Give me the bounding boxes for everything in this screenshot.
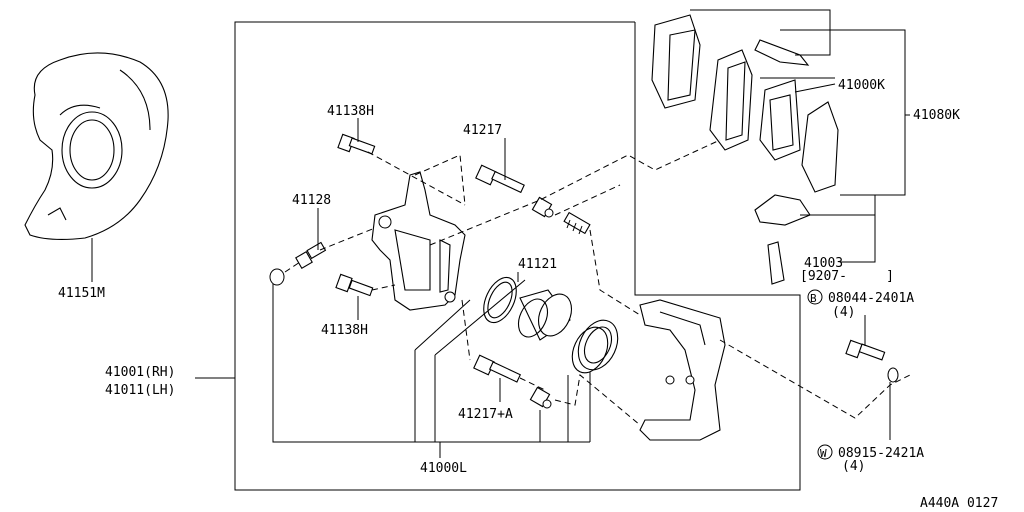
washer-callout: W 08915-2421A (4)	[817, 444, 924, 474]
piston-part	[517, 289, 573, 341]
outer-pad-upper-part	[651, 14, 701, 109]
label-41001-rh: 41001(RH)	[105, 365, 175, 380]
dash-bushing-up	[554, 184, 621, 216]
upper-bolt-part	[337, 133, 376, 155]
upper-bushing-part	[531, 196, 554, 218]
seal-inner-part	[487, 281, 513, 319]
seal-outer-part	[483, 276, 517, 324]
inner-pad-lower-part	[801, 101, 839, 193]
lower-pin-part	[473, 354, 522, 383]
leader-bottom-a2	[414, 299, 471, 351]
bracket-bolt-part	[845, 339, 886, 361]
shim-upper-part	[754, 39, 810, 66]
label-41000k: 41000K	[838, 78, 885, 93]
dash-lower-bushing	[554, 374, 641, 426]
figure-id: A440A 0127	[920, 496, 998, 511]
label-41128: 41128	[292, 193, 331, 208]
bolt-callout: B 08044-2401A (4)	[807, 289, 914, 320]
spring-part	[563, 211, 591, 235]
label-41217: 41217	[463, 123, 502, 138]
dash-spring	[589, 229, 641, 316]
label-41138h-lower: 41138H	[321, 323, 368, 338]
dash-upper-bolt	[367, 151, 466, 206]
dash-bleeder	[319, 227, 376, 251]
clip-41003-part	[767, 241, 785, 285]
leader-bottom-b2	[434, 279, 526, 356]
label-clip-date: [9207- ]	[800, 269, 894, 284]
dash-caliper-down	[461, 299, 471, 361]
cap-part	[269, 268, 285, 286]
dash-caliper-top	[414, 154, 466, 206]
label-41217a: 41217+A	[458, 407, 513, 422]
dust-shield-part	[24, 52, 169, 241]
bolt-symbol-circle	[807, 289, 823, 305]
leader-pad-kit-b	[794, 83, 836, 93]
leader-bottom-bar	[272, 284, 590, 443]
dash-cap	[284, 261, 301, 273]
label-41000l: 41000L	[420, 461, 467, 476]
dash-bracket-bolt	[719, 339, 911, 419]
label-41151m: 41151M	[58, 286, 105, 301]
lower-bolt-part	[335, 273, 374, 297]
label-41080k: 41080K	[913, 108, 960, 123]
bleeder-part	[295, 241, 327, 269]
washer-symbol-circle	[817, 444, 833, 460]
dash-lower-pin	[519, 377, 546, 391]
caliper-body-part	[371, 171, 466, 311]
label-41011-lh: 41011(LH)	[105, 383, 175, 398]
label-bolt-qty: (4)	[832, 305, 855, 320]
label-washer-qty: (4)	[842, 459, 865, 474]
bolt-symbol-letter: B	[810, 292, 817, 305]
label-41121: 41121	[518, 257, 557, 272]
lower-bushing-part	[529, 386, 552, 409]
upper-pin-part	[475, 164, 525, 194]
label-bolt-code: 08044-2401A	[828, 291, 914, 306]
label-41138h-upper: 41138H	[327, 104, 374, 119]
label-41003: 41003	[804, 256, 843, 271]
leader-pad-top	[690, 9, 831, 56]
outer-pad-part	[709, 49, 753, 151]
dash-lower-bolt	[371, 284, 396, 291]
washer-part	[887, 367, 899, 383]
caliper-bracket-part	[639, 299, 726, 441]
leader-clip-box	[840, 194, 876, 263]
dash-upper-pad-line	[429, 139, 721, 246]
anti-rattle-clip-part	[754, 194, 811, 226]
washer-symbol-letter: W	[820, 447, 827, 460]
inner-pad-part	[759, 79, 801, 161]
label-washer-code: 08915-2421A	[838, 446, 924, 461]
boot-part	[571, 319, 619, 374]
